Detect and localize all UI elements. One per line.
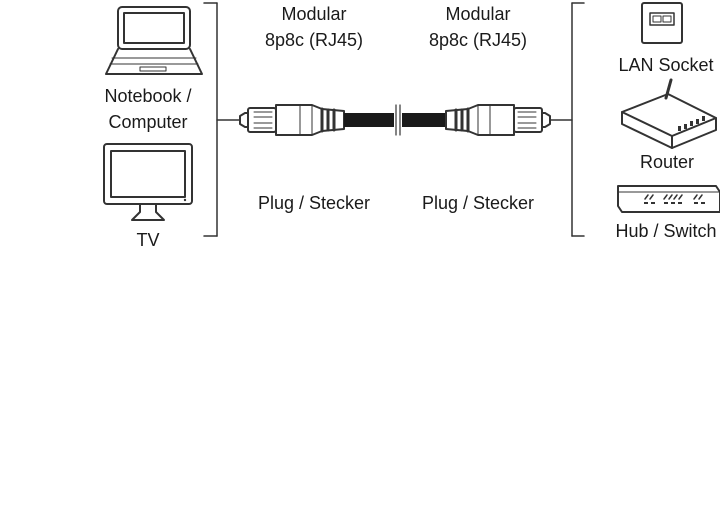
tv-icon <box>103 143 193 221</box>
rj45-plug-icon <box>445 104 551 136</box>
left-plug-label: Plug / Stecker <box>257 193 371 213</box>
tv-label: TV <box>136 230 160 250</box>
right-bracket <box>549 2 585 237</box>
laptop-icon <box>105 6 203 75</box>
cable <box>344 104 447 136</box>
right-plug-label: Plug / Stecker <box>421 193 535 213</box>
right-connector-type-line-2: 8p8c (RJ45) <box>428 30 528 50</box>
hub-switch-label: Hub / Switch <box>615 221 717 241</box>
router-icon <box>621 78 717 149</box>
computer-label: Computer <box>108 112 188 132</box>
router-label: Router <box>639 152 695 172</box>
right-connector-type-line-1: Modular <box>445 4 511 24</box>
lan-socket-label: LAN Socket <box>618 55 714 75</box>
hub-switch-icon <box>617 185 720 213</box>
lan-socket-icon <box>641 2 683 44</box>
left-bracket <box>203 2 241 237</box>
left-connector-type-line-1: Modular <box>281 4 347 24</box>
left-connector-type-line-2: 8p8c (RJ45) <box>264 30 364 50</box>
notebook-label: Notebook / <box>104 86 192 106</box>
rj45-plug-icon <box>239 104 345 136</box>
